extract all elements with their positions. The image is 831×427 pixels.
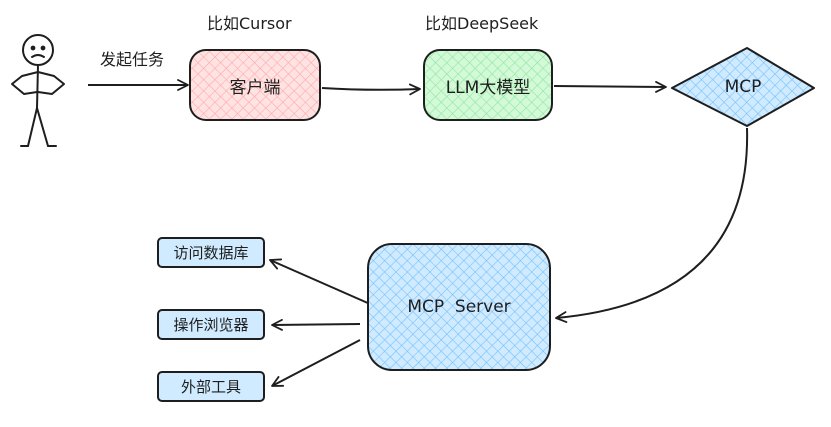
mcp-label: MCP bbox=[724, 77, 762, 97]
arrow-server-to-browser bbox=[271, 318, 361, 331]
tool-box-browser bbox=[157, 309, 265, 340]
client-label: 客户端 bbox=[229, 77, 281, 98]
mcp-server-box bbox=[367, 243, 551, 371]
mcp-diamond bbox=[671, 47, 815, 127]
tool-label-external: 外部工具 bbox=[180, 378, 241, 396]
arrow-server-to-database bbox=[269, 258, 371, 305]
tool-label-browser: 操作浏览器 bbox=[173, 316, 249, 334]
client-example-label: 比如Cursor bbox=[207, 14, 292, 33]
arrow-llm-to-mcp bbox=[553, 81, 667, 93]
arrow-client-to-llm bbox=[321, 83, 421, 96]
mcp-server-label: MCP Server bbox=[407, 297, 511, 317]
action-label: 发起任务 bbox=[100, 50, 165, 69]
arrow-server-to-external-tools bbox=[271, 339, 361, 387]
tool-box-external bbox=[157, 371, 265, 402]
tool-label-database: 访问数据库 bbox=[173, 244, 249, 262]
llm-label: LLM大模型 bbox=[445, 77, 531, 98]
tool-box-database bbox=[157, 237, 265, 268]
user-figure-icon bbox=[11, 34, 65, 147]
llm-box bbox=[423, 49, 553, 121]
client-box bbox=[189, 49, 321, 121]
llm-example-label: 比如DeepSeek bbox=[425, 14, 539, 33]
arrow-mcp-to-server bbox=[555, 127, 749, 323]
